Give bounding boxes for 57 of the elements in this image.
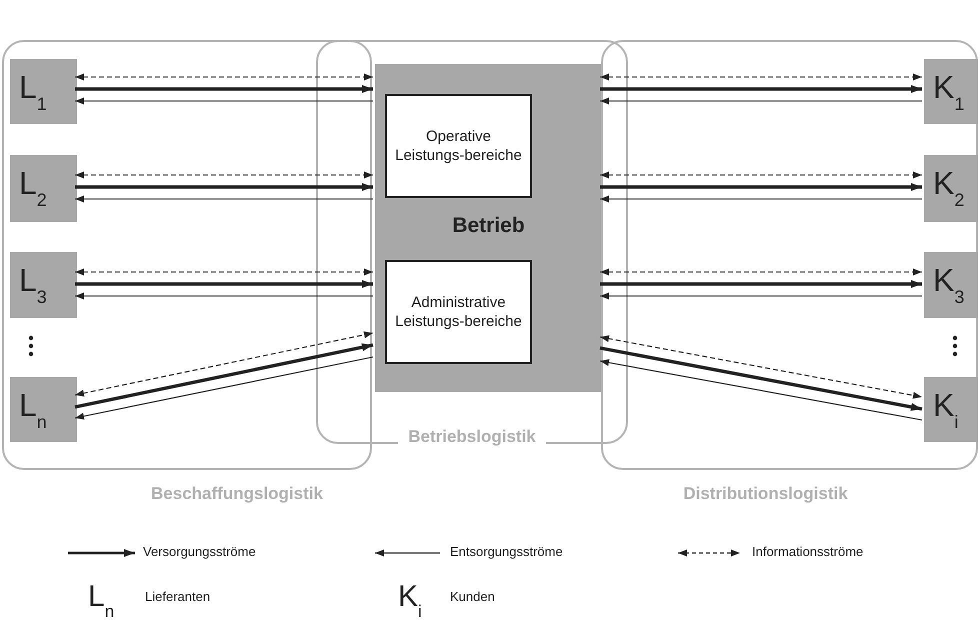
flow-arrow: [600, 196, 922, 202]
partner-symbol: L$_{3}$: [19, 264, 47, 306]
partner-box: [924, 377, 978, 442]
flow-arrow: [600, 172, 922, 178]
area-label: Betriebslogistik: [398, 427, 546, 447]
legend-text: Versorgungsströme: [143, 544, 256, 559]
partner-symbol: L$_{2}$: [19, 167, 47, 209]
flow-arrow: [74, 343, 374, 409]
flow-arrow: [600, 292, 922, 300]
partner-symbol: L$_{n}$: [19, 389, 47, 431]
area-label: Distributionslogistik: [682, 484, 849, 504]
partner-box: [924, 252, 978, 318]
flow-arrow: [600, 280, 922, 288]
flow-arrow: [600, 85, 922, 93]
partner-box: [10, 59, 77, 124]
partner-box: [10, 252, 77, 318]
flow-arrow: [600, 98, 922, 104]
company-label: Betrieb: [451, 214, 526, 238]
partner-symbol: K$_{1}$: [933, 71, 964, 113]
flow-arrow: [75, 183, 373, 191]
flow-arrow: [75, 74, 373, 80]
flow-arrow: [600, 346, 922, 411]
flow-arrow: [600, 335, 922, 399]
flow-arrow: [75, 268, 373, 276]
flow-arrow: [74, 331, 374, 397]
department-box: [385, 260, 532, 364]
legend-symbol: K$_{i}$: [398, 582, 422, 620]
flow-arrow: [75, 172, 373, 178]
legend-text: Kunden: [450, 589, 495, 604]
flow-arrow: [600, 359, 922, 421]
partner-box: [924, 155, 978, 222]
department-box: [385, 94, 532, 198]
flow-arrow: [75, 292, 373, 300]
legend-symbol: L$_{n}$: [88, 582, 114, 620]
partner-symbol: K$_{i}$: [933, 389, 958, 431]
logistics-area: [316, 40, 628, 444]
legend-text: Lieferanten: [145, 589, 210, 604]
flow-arrow: [75, 98, 373, 104]
partner-symbol: K$_{2}$: [933, 167, 964, 209]
partner-symbol: L$_{1}$: [19, 71, 47, 113]
legend-text: Informationsströme: [752, 544, 864, 559]
company-box: [375, 64, 602, 392]
flow-arrow: [600, 183, 922, 191]
partner-box: [10, 155, 77, 222]
flow-arrow: [75, 280, 373, 288]
department-label: Operative Leistungs-bereiche: [394, 126, 523, 166]
flow-arrow: [600, 74, 922, 80]
partner-box: [10, 377, 77, 442]
partner-symbol: K$_{3}$: [933, 264, 964, 306]
department-label: Administrative Leistungs-bereiche: [394, 292, 523, 332]
partner-box: [924, 59, 978, 124]
flow-arrow: [600, 268, 922, 276]
flow-arrow: [75, 196, 373, 202]
legend-text: Entsorgungsströme: [450, 544, 563, 559]
flow-arrow: [75, 85, 373, 93]
flow-arrow: [74, 356, 374, 420]
area-label: Beschaffungslogistik: [150, 484, 324, 504]
